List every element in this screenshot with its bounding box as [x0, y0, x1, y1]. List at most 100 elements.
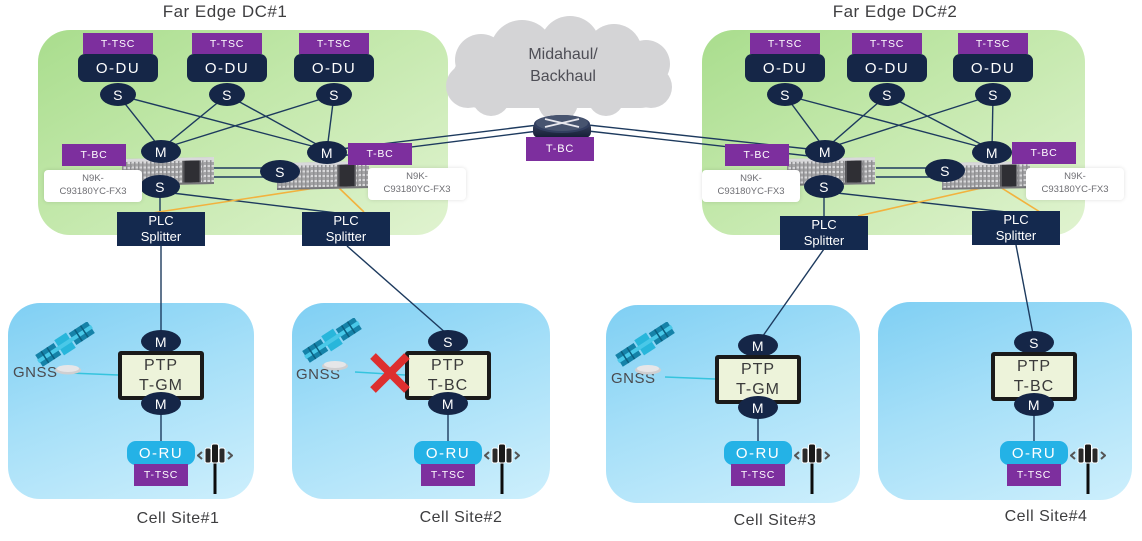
plc-line1: PLC — [811, 217, 837, 233]
site3-gnss-satellite-icon — [615, 322, 675, 375]
dc2-switch2-slave-port: S — [925, 159, 965, 182]
site3-clock-box: PTP T-GM — [715, 355, 801, 404]
dc2-switch1-model-label: N9K- C93180YC-FX3 — [702, 170, 800, 202]
clock-line1: PTP — [143, 356, 179, 374]
site3-bottom-port: M — [738, 396, 778, 419]
site4-clock-box: PTP T-BC — [991, 352, 1077, 401]
dc1-plc-splitter2: PLC Splitter — [302, 212, 390, 246]
dc2-odu2-slave-port: S — [869, 83, 905, 106]
site4-label: Cell Site#4 — [1004, 508, 1088, 525]
dc2-switch2-model-label: N9K- C93180YC-FX3 — [1026, 168, 1124, 200]
dc1-switch2-tbc-tag: T-BC — [348, 143, 412, 165]
dc2-odu1-ttsc-tag: T-TSC — [750, 33, 820, 54]
dc1-odu2-ttsc-tag: T-TSC — [192, 33, 262, 54]
dc2-odu1-slave-port: S — [767, 83, 803, 106]
site1-gnss-satellite-icon — [35, 322, 95, 375]
clock-line2: T-GM — [736, 380, 780, 398]
model-line1: N9K- — [82, 173, 104, 185]
cell-site1-region — [8, 303, 254, 499]
clock-line2: T-BC — [427, 376, 469, 394]
fiber-links — [151, 186, 1041, 217]
site3-oru-ttsc-tag: T-TSC — [731, 464, 785, 486]
site2-bottom-port: M — [428, 392, 468, 415]
dc2-title: Far Edge DC#2 — [832, 2, 958, 21]
cloud-label-line2: Backhaul — [530, 67, 596, 85]
site2-label: Cell Site#2 — [419, 509, 503, 526]
dc1-title: Far Edge DC#1 — [162, 2, 288, 21]
site3-label: Cell Site#3 — [733, 512, 817, 529]
model-line2: C93180YC-FX3 — [383, 184, 451, 195]
dc2-switch1-master-port: M — [805, 140, 845, 163]
dc1-odu1-box: O-DU — [78, 54, 158, 82]
cloud-label: Midahaul/ Backhaul — [488, 44, 638, 87]
site3-antenna-icon — [794, 443, 830, 494]
site4-bottom-port: M — [1014, 393, 1054, 416]
clock-line1: PTP — [430, 356, 466, 374]
site4-oru-box: O-RU — [1000, 441, 1068, 465]
site2-oru-ttsc-tag: T-TSC — [421, 464, 475, 486]
site1-bottom-port: M — [141, 392, 181, 415]
dc1-odu2-box: O-DU — [187, 54, 267, 82]
site2-gnss-satellite-icon — [302, 318, 362, 371]
clock-line1: PTP — [1016, 357, 1052, 375]
dc1-switch1-master-port: M — [141, 140, 181, 163]
model-line1: N9K- — [406, 171, 428, 183]
plc-line2: Splitter — [803, 233, 845, 248]
site1-oru-box: O-RU — [127, 441, 195, 465]
clock-line2: T-BC — [1013, 377, 1055, 395]
site1-label: Cell Site#1 — [136, 510, 220, 527]
site3-top-port: M — [738, 334, 778, 357]
cloud-shape — [630, 66, 672, 108]
dc2-odu1-box: O-DU — [745, 54, 825, 82]
dc2-plc-splitter2: PLC Splitter — [972, 211, 1060, 245]
dc1-switch2-slave-port: S — [260, 160, 300, 183]
cloud-label-line1: Midahaul/ — [528, 46, 598, 63]
model-line1: N9K- — [740, 173, 762, 185]
dc1-switch1-tbc-tag: T-BC — [62, 144, 126, 166]
dc2-odu2-box: O-DU — [847, 54, 927, 82]
dc1-odu3-slave-port: S — [316, 83, 352, 106]
plc-line2: Splitter — [325, 229, 367, 244]
site2-gnss-failure-x-icon — [370, 353, 410, 393]
site4-oru-ttsc-tag: T-TSC — [1007, 464, 1061, 486]
site1-oru-ttsc-tag: T-TSC — [134, 464, 188, 486]
dc2-odu3-ttsc-tag: T-TSC — [958, 33, 1028, 54]
site3-oru-box: O-RU — [724, 441, 792, 465]
site4-antenna-icon — [1070, 443, 1106, 494]
plc-line2: Splitter — [140, 229, 182, 244]
dc1-plc-splitter1: PLC Splitter — [117, 212, 205, 246]
plc-line1: PLC — [1003, 212, 1029, 228]
model-line2: C93180YC-FX3 — [1041, 184, 1109, 195]
dc1-odu1-slave-port: S — [100, 83, 136, 106]
model-line2: C93180YC-FX3 — [717, 186, 785, 197]
site2-top-port: S — [428, 330, 468, 353]
model-line2: C93180YC-FX3 — [59, 186, 127, 197]
cloud-shape — [472, 78, 510, 116]
site2-oru-box: O-RU — [414, 441, 482, 465]
dc1-switch2-model-label: N9K- C93180YC-FX3 — [368, 168, 466, 200]
dc2-switch2-master-port: M — [972, 141, 1012, 164]
dc1-odu1-ttsc-tag: T-TSC — [83, 33, 153, 54]
core-router-tbc-tag: T-BC — [526, 137, 594, 161]
dc2-odu3-slave-port: S — [975, 83, 1011, 106]
plc-line2: Splitter — [995, 228, 1037, 243]
dc2-odu2-ttsc-tag: T-TSC — [852, 33, 922, 54]
site1-gnss-label: GNSS — [13, 364, 58, 381]
site1-antenna-icon — [197, 443, 233, 494]
router-top — [534, 115, 590, 133]
dc2-plc-splitter1: PLC Splitter — [780, 216, 868, 250]
plc-line1: PLC — [333, 213, 359, 229]
dc1-odu2-slave-port: S — [209, 83, 245, 106]
plc-line1: PLC — [148, 213, 174, 229]
model-line1: N9K- — [1064, 171, 1086, 183]
site2-gnss-label: GNSS — [296, 366, 341, 383]
dc2-switch2-tbc-tag: T-BC — [1012, 142, 1076, 164]
dc1-odu3-box: O-DU — [294, 54, 374, 82]
dc2-switch1-tbc-tag: T-BC — [725, 144, 789, 166]
core-router-icon — [533, 114, 591, 142]
cell-site4-region — [878, 302, 1132, 500]
dc1-odu3-ttsc-tag: T-TSC — [299, 33, 369, 54]
dc1-switch2-master-port: M — [307, 141, 347, 164]
clock-line1: PTP — [740, 360, 776, 378]
